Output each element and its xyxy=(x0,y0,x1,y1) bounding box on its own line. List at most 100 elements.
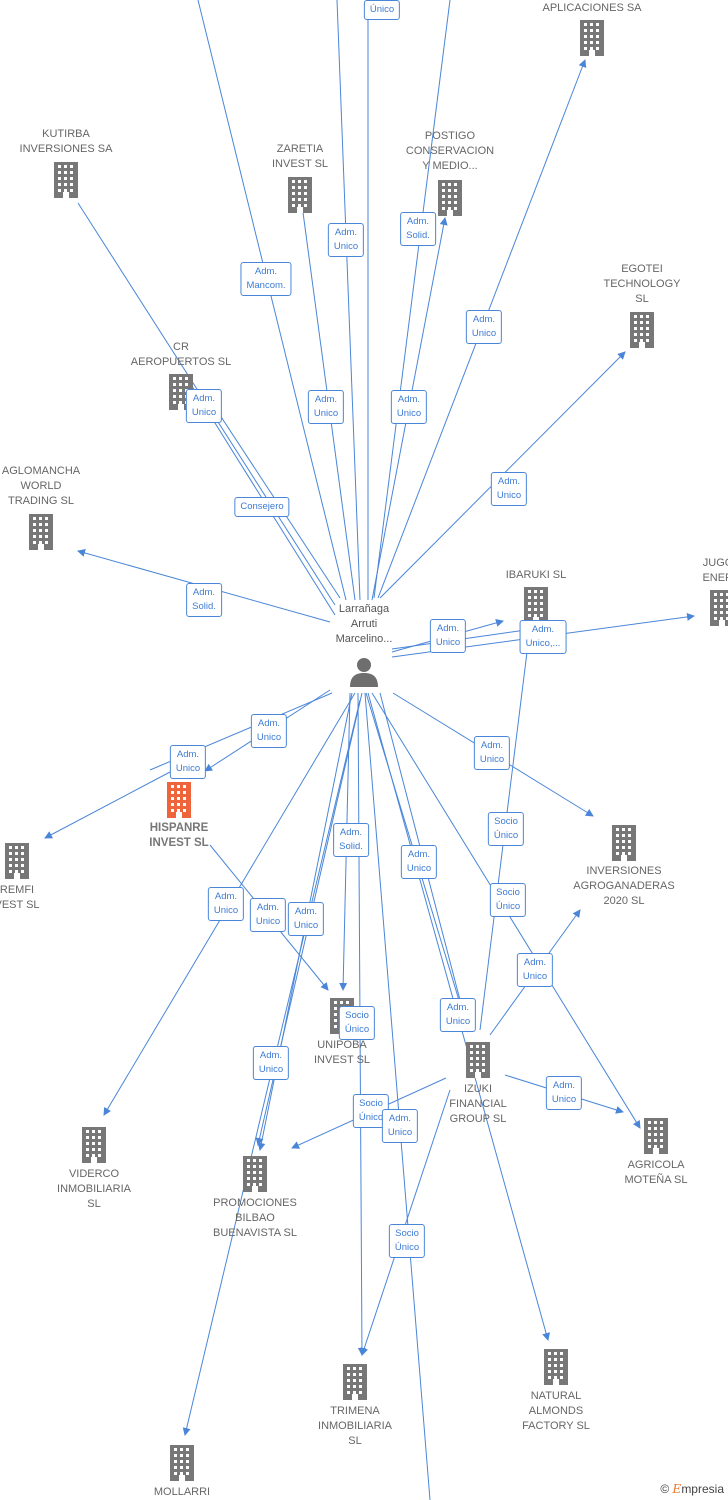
relation-label-line: Adm. xyxy=(497,476,521,487)
building-icon[interactable] xyxy=(51,162,81,198)
company-label-remfi[interactable]: REMFIVEST SL xyxy=(0,883,40,913)
building-icon[interactable] xyxy=(521,587,551,623)
building-icon[interactable] xyxy=(240,1156,270,1192)
building-icon[interactable] xyxy=(463,1042,493,1078)
relation-label-line: Adm. xyxy=(192,587,216,598)
relation-label[interactable]: Adm.Unico xyxy=(490,472,528,506)
relation-label-line: Unico xyxy=(255,916,281,927)
relation-label[interactable]: Adm.Unico xyxy=(169,745,207,779)
building-icon[interactable] xyxy=(164,782,194,818)
relation-label[interactable]: Adm.Unico xyxy=(465,310,503,344)
relation-label[interactable]: Consejero xyxy=(234,497,290,517)
relation-label[interactable]: Adm.Unico xyxy=(327,223,365,257)
company-label-aplicaciones[interactable]: APLICACIONES SA xyxy=(542,1,641,16)
relation-label-line: Solid. xyxy=(339,841,363,852)
relation-label[interactable]: Adm.Unico xyxy=(287,902,325,936)
relation-label-line: Unico xyxy=(445,1016,471,1027)
relation-label[interactable]: Adm.Solid. xyxy=(333,823,369,857)
relation-label[interactable]: Adm.Unico xyxy=(252,1046,290,1080)
company-label-jugon[interactable]: JUGONENERG xyxy=(702,556,728,586)
building-icon[interactable] xyxy=(707,590,728,626)
company-label-line: INVEST SL xyxy=(271,158,329,170)
relation-label[interactable]: Adm.Solid. xyxy=(400,212,436,246)
relation-label[interactable]: Único xyxy=(363,0,401,20)
building-icon[interactable] xyxy=(2,843,32,879)
building-icon[interactable] xyxy=(627,312,657,348)
relation-label-line: Único xyxy=(493,830,519,841)
building-icon[interactable] xyxy=(641,1118,671,1154)
relation-label-line: Adm. xyxy=(294,906,318,917)
relation-label-line: Unico xyxy=(435,637,461,648)
building-icon[interactable] xyxy=(577,20,607,56)
building-icon[interactable] xyxy=(26,514,56,550)
building-icon[interactable] xyxy=(285,177,315,213)
relation-label[interactable]: Adm.Unico xyxy=(516,953,554,987)
relation-label[interactable]: Adm.Mancom. xyxy=(240,262,292,296)
building-icon[interactable] xyxy=(340,1364,370,1400)
relation-label-line: Adm. xyxy=(472,314,496,325)
relation-label[interactable]: Adm. Unico xyxy=(400,845,438,879)
company-label-line: PROMOCIONES xyxy=(213,1197,297,1209)
relation-label-line: Solid. xyxy=(192,601,216,612)
company-label-line: NATURAL xyxy=(530,1390,582,1402)
building-icon[interactable] xyxy=(79,1127,109,1163)
person-label-line: Arruti xyxy=(350,618,378,630)
company-label-ibaruki[interactable]: IBARUKI SL xyxy=(506,568,567,583)
relation-label[interactable]: Adm.Unico xyxy=(250,714,288,748)
relation-label-line: Adm. xyxy=(407,849,431,860)
relation-label[interactable]: Adm.Unico,... xyxy=(519,620,567,654)
relation-label[interactable]: Adm.Unico xyxy=(390,390,428,424)
relation-label-line: Unico xyxy=(258,1064,284,1075)
relation-label[interactable]: Adm.Unico xyxy=(381,1109,419,1143)
relation-label[interactable]: Adm.Unico xyxy=(207,887,245,921)
company-label-line: IZUKI xyxy=(463,1083,493,1095)
relation-label-line: Adm. xyxy=(192,393,216,404)
company-label-line: AEROPUERTOS SL xyxy=(130,356,232,368)
company-label-zaretia[interactable]: ZARETIA INVEST SL xyxy=(272,142,328,172)
relation-label[interactable]: Adm.Unico xyxy=(185,389,223,423)
company-label-line: FACTORY SL xyxy=(522,1420,590,1432)
building-icon[interactable] xyxy=(167,1445,197,1481)
company-label-line: HISPANRE xyxy=(149,822,209,834)
relation-label[interactable]: Adm.Unico xyxy=(249,898,287,932)
relation-label[interactable]: Adm.Unico xyxy=(439,998,477,1032)
relation-label-line: Unico xyxy=(256,732,282,743)
company-label-line: ZARETIA xyxy=(276,143,324,155)
brand-initial: E xyxy=(672,1482,682,1496)
company-label-cr[interactable]: CR AEROPUERTOS SL xyxy=(131,340,231,370)
relation-label[interactable]: Adm.Unico xyxy=(473,736,511,770)
relation-label[interactable]: Adm.Unico xyxy=(429,619,467,653)
building-icon[interactable] xyxy=(609,825,639,861)
relation-label-line: Unico xyxy=(406,863,432,874)
relation-label[interactable]: Adm. Solid. xyxy=(186,583,222,617)
company-label-line: EGOTEI xyxy=(621,263,663,275)
relation-label[interactable]: Adm.Unico xyxy=(545,1076,583,1110)
building-icon[interactable] xyxy=(541,1349,571,1385)
person-label-line: Marcelino... xyxy=(335,633,393,645)
company-label-line: CR xyxy=(173,341,189,353)
company-label-line: TECHNOLOGY xyxy=(603,278,681,290)
person-icon[interactable] xyxy=(348,656,380,693)
building-icon[interactable] xyxy=(435,180,465,216)
company-label-line: INMOBILIARIA xyxy=(318,1420,392,1432)
relation-label[interactable]: Adm.Unico xyxy=(307,390,345,424)
company-label-mollarri[interactable]: MOLLARRI xyxy=(154,1485,210,1500)
